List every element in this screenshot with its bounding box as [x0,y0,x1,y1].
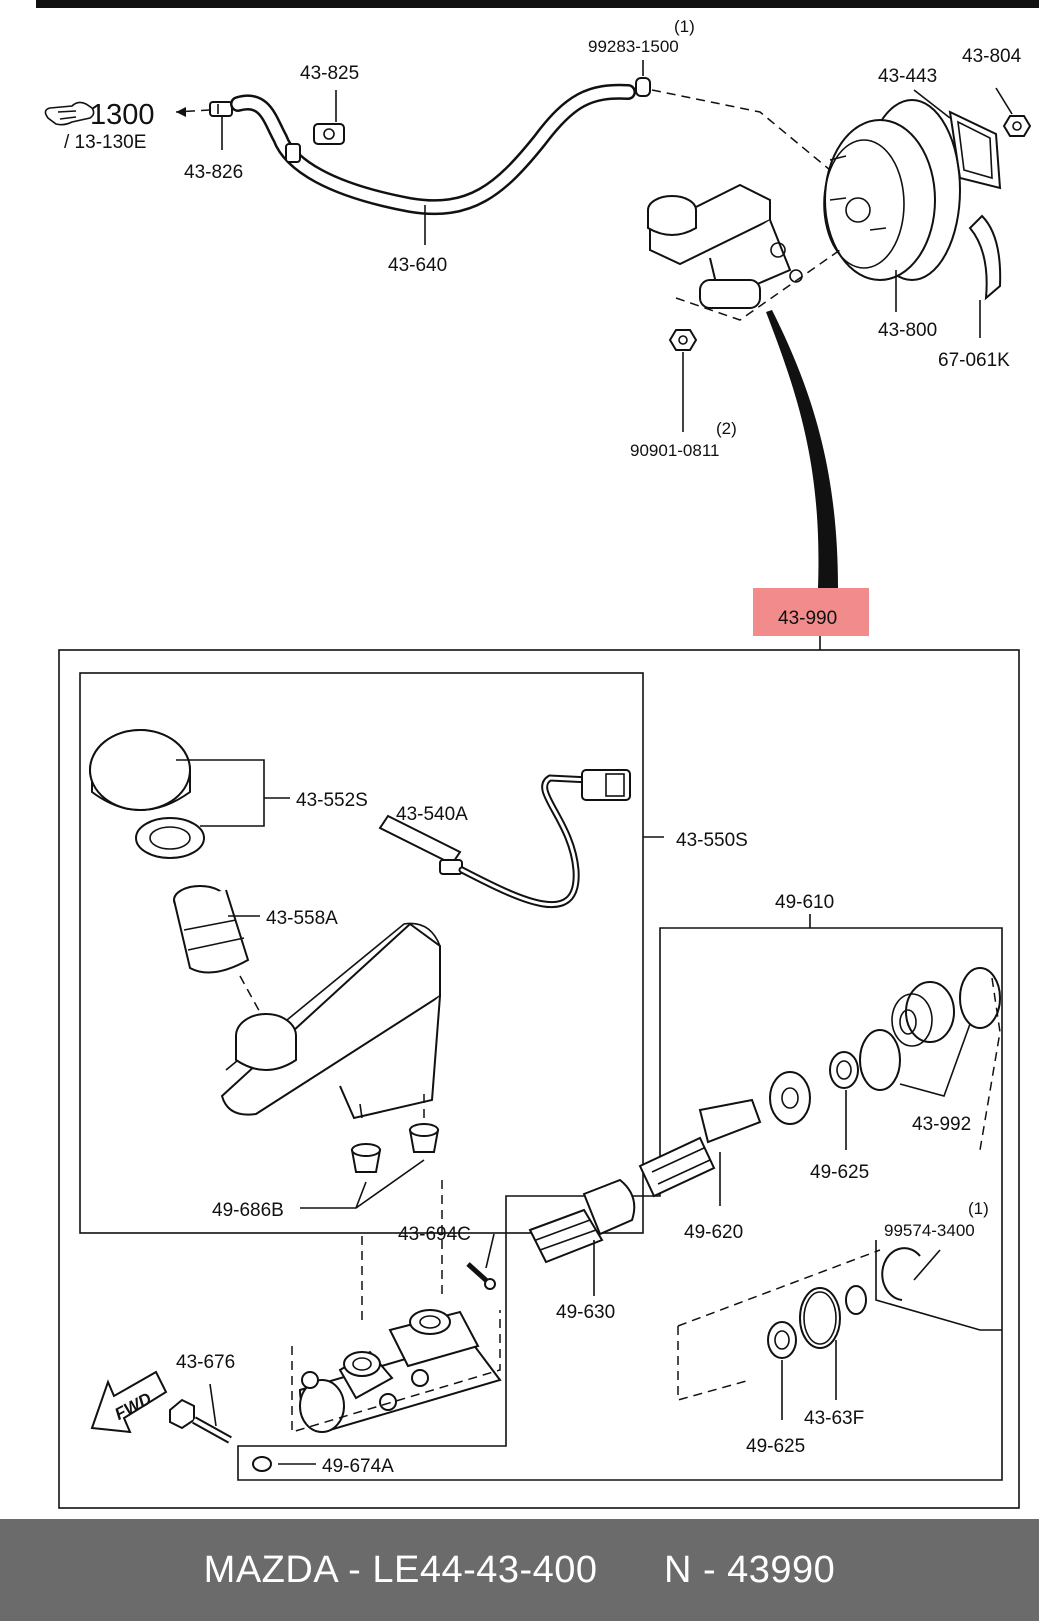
part-49-630-spring [528,1178,636,1296]
part-49-674a-oring [252,1456,316,1472]
reservoir-subbox-43-550s [79,672,644,1234]
label-43-825: 43-825 [300,63,359,84]
callout-arrow [766,310,838,588]
part-43-800-booster [823,99,961,312]
body-dash [291,1310,501,1434]
part-49-620-piston [638,1071,811,1206]
part-99283-1500 [635,60,651,97]
part-43-552s-cap [89,729,290,859]
part-49-625-upper [829,1051,859,1150]
part-49-686b-grommets [300,1094,440,1209]
part-43-676-bolt [169,1383,232,1444]
parts-diagram: 1300 / 13-130E 43-826 43-640 43-825 (1) … [36,0,1039,1509]
footer-gap [598,1549,664,1592]
highlight-43-990 [753,588,869,636]
part-90901-0811-nut [668,329,698,432]
cups-dash [979,977,1001,1151]
part-master-cylinder-small [647,183,803,309]
label-43-826: 43-826 [184,162,243,183]
label-43-694c: 43-694C [398,1224,471,1245]
label-43-443: 43-443 [878,66,937,87]
label-49-610: 49-610 [775,892,834,913]
label-49-620: 49-620 [684,1222,743,1243]
footer-ref-number: N - 43990 [663,1548,836,1591]
qty-99283: (1) [674,17,695,36]
label-49-625-upper: 49-625 [810,1162,869,1183]
assembly-box-43-990 [58,649,1020,1509]
leader-dash-99283 [651,89,831,171]
label-43-992: 43-992 [912,1114,971,1135]
part-43-558a-strainer [173,885,260,974]
part-43-804-nut [995,87,1032,137]
label-43-800: 43-800 [878,320,937,341]
part-43-694c-screw [466,1233,496,1290]
top-border [36,0,1039,8]
label-43-558a: 43-558A [266,908,338,929]
part-cylinder-body [298,1180,502,1433]
label-43-676: 43-676 [176,1352,235,1373]
qty-99574: (1) [968,1199,989,1218]
part-43-992-cups [859,967,1001,1097]
label-43-804: 43-804 [962,46,1022,67]
footer-part-number: MAZDA - LE44-43-400 [203,1548,598,1591]
part-67-061k-seal [968,214,1002,338]
qty-90901: (2) [716,419,737,438]
label-67-061k: 67-061K [938,350,1010,371]
label-43-990: 43-990 [778,608,837,629]
label-43-640: 43-640 [388,255,447,276]
label-49-674a: 49-674A [322,1456,394,1477]
label-49-630: 49-630 [556,1302,615,1323]
part-43-825-clamp [285,90,345,163]
part-43-540a-sensor [378,769,631,909]
label-43-550s: 43-550S [676,830,748,851]
label-99574-3400: 99574-3400 [884,1221,975,1240]
part-49-625-lower [767,1321,797,1420]
strainer-dash [239,975,263,1017]
part-43-640-hose [232,86,634,213]
label-43-552s: 43-552S [296,790,368,811]
label-99283-1500: 99283-1500 [588,37,679,56]
part-reservoir-body [220,922,441,1120]
ref-leader [175,109,211,113]
arrow-icon [176,107,186,117]
fwd-arrow-icon: FWD [90,1370,168,1434]
snap-ring-leader [875,1240,1002,1331]
part-43-826 [209,101,233,150]
label-43-63f: 43-63F [804,1408,864,1429]
label-49-625-lower: 49-625 [746,1436,805,1457]
label-49-686b: 49-686B [212,1200,284,1221]
ref-1300-label: 1300 [90,99,155,131]
footer-bar: MAZDA - LE44-43-400 N - 43990 [0,1519,1039,1621]
mc-dash-outline [675,249,841,321]
lower-dash [677,1249,881,1401]
part-43-63f-oring [799,1285,867,1400]
label-90901-0811: 90901-0811 [630,441,720,460]
part-43-443-gasket [913,89,1002,190]
pointing-hand-icon [44,101,95,126]
ref-13-130e-label: / 13-130E [64,132,146,153]
label-43-540a: 43-540A [396,804,468,825]
part-99574-3400-snap-ring [881,1247,941,1301]
